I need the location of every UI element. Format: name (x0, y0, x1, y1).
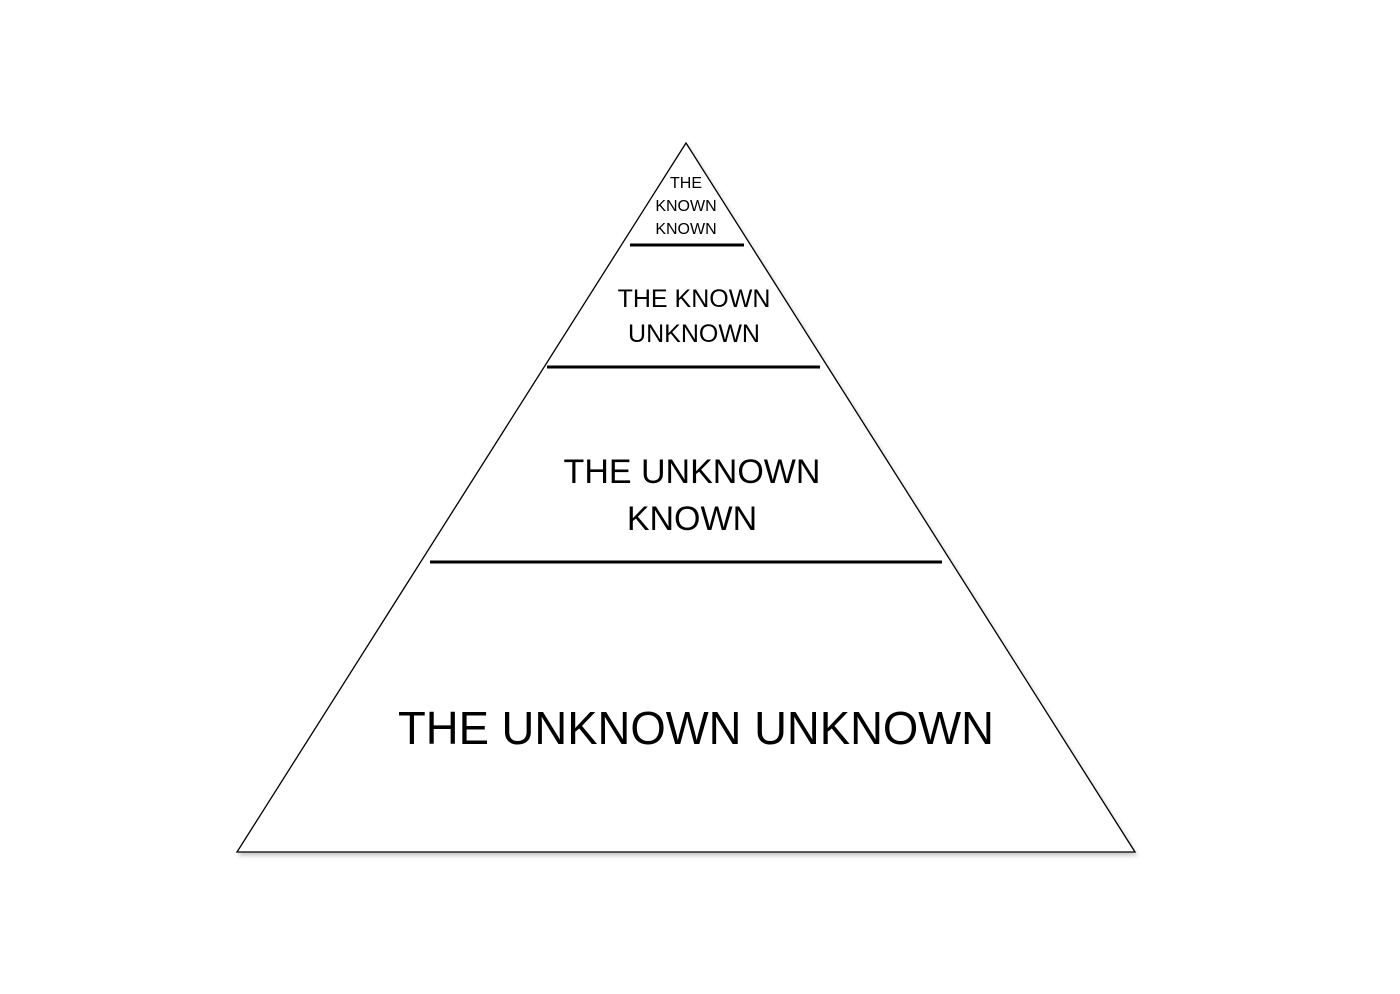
level-unknown-unknown: THE UNKNOWN UNKNOWN (398, 702, 994, 754)
level-4-line-1: THE UNKNOWN UNKNOWN (398, 702, 994, 754)
level-1-line-2: KNOWN (655, 198, 716, 215)
level-2-line-1: THE KNOWN (618, 285, 771, 313)
level-1-line-3: KNOWN (655, 221, 716, 238)
level-1-line-1: THE (670, 175, 702, 192)
level-3-line-2: KNOWN (627, 500, 757, 538)
level-known-known: THE KNOWN KNOWN (655, 175, 716, 238)
level-3-line-1: THE UNKNOWN (564, 453, 821, 491)
level-2-line-2: UNKNOWN (628, 320, 760, 348)
pyramid-outline (235, 141, 1137, 853)
level-known-unknown: THE KNOWN UNKNOWN (618, 285, 771, 348)
level-unknown-known: THE UNKNOWN KNOWN (564, 453, 821, 538)
